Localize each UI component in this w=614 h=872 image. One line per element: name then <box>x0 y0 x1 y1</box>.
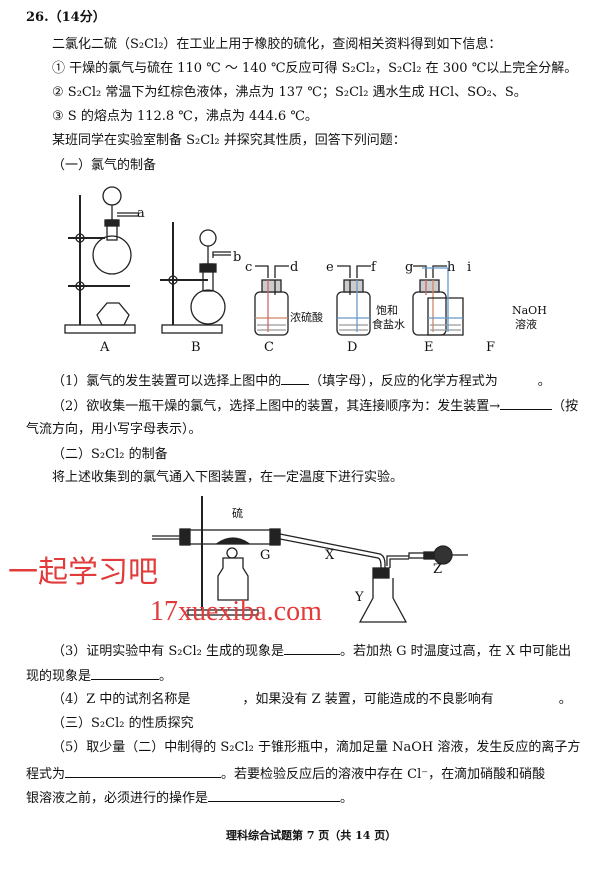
label-Z: Z <box>433 562 443 577</box>
figure-chlorine-apparatus: a b c d e f g h i 浓硫酸 饱和 食盐水 NaOH 溶液 A B… <box>50 180 570 360</box>
label-Y: Y <box>355 590 364 605</box>
port-h-label: h <box>447 260 456 275</box>
port-e-label: e <box>326 260 334 275</box>
port-f-label: f <box>371 260 376 275</box>
part3-title: （三）S₂Cl₂ 的性质探究 <box>52 716 194 731</box>
reagent-d-2: 食盐水 <box>372 318 405 331</box>
q1-text-a: （1）氯气的发生装置可以选择上图中的 <box>52 374 282 389</box>
q2-text-a: （2）欲收集一瓶干燥的氯气，选择上图中的装置，其连接顺序为：发生装置→ <box>52 399 501 414</box>
question-header: 26.（14分） <box>26 10 106 25</box>
q3-blank-1[interactable] <box>283 642 340 655</box>
q1-line: （1）氯气的发生装置可以选择上图中的 （填字母），反应的化学方程式为 。 <box>52 372 551 390</box>
info-2: ② S₂Cl₂ 常温下为红棕色液体，沸点为 137 ℃；S₂Cl₂ 遇水生成 H… <box>52 85 527 100</box>
label-E: E <box>424 340 434 355</box>
label-C: C <box>264 340 274 355</box>
watermark-url: 17xuexiba.com <box>150 596 322 627</box>
port-i-label: i <box>467 260 472 275</box>
q5-text-d: 银溶液之前，必须进行的操作是 <box>26 791 209 806</box>
part1-title: （一）氯气的制备 <box>52 158 157 173</box>
s2cl2-apparatus-drawing <box>152 496 468 623</box>
reagent-f-1: NaOH <box>512 304 547 317</box>
q5-text-c: 。若要检验反应后的溶液中存在 Cl⁻，在滴加硝酸和硝酸 <box>221 767 546 782</box>
label-G: G <box>260 548 271 563</box>
q3-text-d: 。 <box>159 669 173 684</box>
q1-text-b: （填字母），反应的化学方程式为 <box>309 374 498 389</box>
info-3: ③ S 的熔点为 112.8 ℃，沸点为 444.6 ℃。 <box>52 109 318 124</box>
port-g-label: g <box>405 260 414 275</box>
label-D: D <box>347 340 358 355</box>
figure-s2cl2-apparatus: 硫 G X Y Z <box>140 490 480 630</box>
q3-text-a: （3）证明实验中有 S₂Cl₂ 生成的现象是 <box>52 644 284 659</box>
task-text: 某班同学在实验室制备 S₂Cl₂ 并探究其性质，回答下列问题： <box>52 133 406 148</box>
apparatus-drawing <box>64 186 464 336</box>
q3-line-2: 现的现象是 。 <box>26 667 172 685</box>
port-b-label: b <box>233 250 242 265</box>
watermark-cn: 一起学习吧 <box>8 556 158 589</box>
reagent-c: 浓硫酸 <box>290 311 323 324</box>
q3-text-c: 现的现象是 <box>26 669 92 684</box>
q5-line-3: 银溶液之前，必须进行的操作是 。 <box>26 789 353 807</box>
info-1: ① 干燥的氯气与硫在 110 ℃ ～ 140 ℃反应可得 S₂Cl₂，S₂Cl₂… <box>52 61 578 76</box>
reagent-f-2: 溶液 <box>515 318 537 331</box>
sulfur-label: 硫 <box>232 507 243 520</box>
q1-blank-letter[interactable] <box>281 372 310 385</box>
q3-blank-2[interactable] <box>91 667 160 680</box>
q2-text-c: 气流方向，用小写字母表示）。 <box>26 422 202 437</box>
q5-blank-1[interactable] <box>65 765 222 778</box>
q5-line-2: 程式为 。若要检验反应后的溶液中存在 Cl⁻，在滴加硝酸和硝酸 <box>26 765 545 783</box>
part2-intro: 将上述收集到的氯气通入下图装置，在一定温度下进行实验。 <box>52 470 404 485</box>
page-footer: 理科综合试题第 7 页（共 14 页） <box>226 829 397 842</box>
q5-blank-2[interactable] <box>208 789 341 802</box>
reagent-d-1: 饱和 <box>376 304 398 317</box>
q3-text-b: 。若加热 G 时温度过高，在 X 中可能出 <box>339 644 572 659</box>
label-X: X <box>325 548 335 563</box>
q2-text-b: （按 <box>552 399 579 414</box>
q5-text-b: 程式为 <box>26 767 66 782</box>
q2-blank[interactable] <box>500 397 553 410</box>
q5-text-a: （5）取少量（二）中制得的 S₂Cl₂ 于锥形瓶中，滴加足量 NaOH 溶液，发… <box>52 740 581 755</box>
label-B: B <box>191 340 201 355</box>
port-d-label: d <box>290 260 299 275</box>
intro-text: 二氯化二硫（S₂Cl₂）在工业上用于橡胶的硫化，查阅相关资料得到如下信息： <box>52 37 502 52</box>
q2-line: （2）欲收集一瓶干燥的氯气，选择上图中的装置，其连接顺序为：发生装置→ （按 <box>52 397 578 415</box>
q1-text-c: 。 <box>537 374 551 389</box>
part2-title: （二）S₂Cl₂ 的制备 <box>52 447 168 462</box>
label-F: F <box>486 340 496 355</box>
port-c-label: c <box>245 260 253 275</box>
q4-text: （4）Z 中的试剂名称是 ，如果没有 Z 装置，可能造成的不良影响有 。 <box>52 692 572 707</box>
q5-text-e: 。 <box>340 791 354 806</box>
port-a-label: a <box>137 206 145 221</box>
q3-line: （3）证明实验中有 S₂Cl₂ 生成的现象是 。若加热 G 时温度过高，在 X 中… <box>52 642 571 660</box>
label-A: A <box>100 340 110 355</box>
